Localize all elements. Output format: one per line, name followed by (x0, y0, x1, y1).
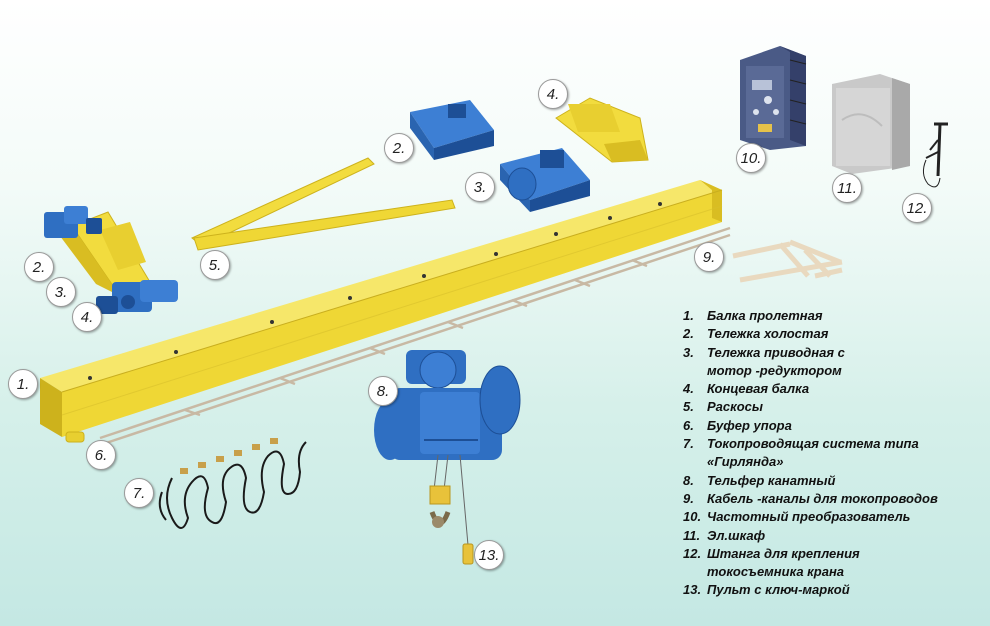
legend-text: Пульт с ключ-маркой (707, 582, 850, 598)
legend-item-continued: мотор -редуктором (683, 362, 983, 380)
legend-text: Тельфер канатный (707, 472, 836, 488)
callout-3-top: 3. (465, 172, 495, 202)
girder-rivets (88, 202, 662, 380)
idle-trolley (410, 100, 494, 160)
legend-item: 5. Раскосы (683, 398, 983, 416)
braces (191, 157, 456, 251)
legend-text: Кабель -каналы для токопроводов (707, 490, 938, 506)
legend-text: Тележка приводная с (707, 344, 845, 360)
cable-channel-frame (99, 226, 731, 447)
legend-number: 1. (683, 308, 694, 323)
legend-item: 8. Тельфер канатный (683, 472, 983, 490)
legend-item: 12. Штанга для крепления (683, 545, 983, 563)
drive-trolley (500, 148, 590, 212)
callout-11: 11. (832, 173, 862, 203)
callout-1: 1. (8, 369, 38, 399)
drive-trolley-left (96, 280, 178, 314)
callout-7: 7. (124, 478, 154, 508)
legend-text: токосъемника крана (707, 564, 845, 580)
end-stop-buffer (65, 431, 85, 443)
idle-trolley-left (44, 206, 102, 238)
legend-text: «Гирлянда» (707, 454, 784, 470)
legend-text: Раскосы (707, 399, 763, 415)
legend-text: Штанга для крепления (707, 545, 860, 561)
legend-item: 2. Тележка холостая (683, 325, 983, 343)
legend-number: 12. (683, 545, 702, 561)
legend-item: 11. Эл.шкаф (683, 527, 983, 545)
legend-text: Буфер упора (707, 417, 792, 433)
legend-number: 7. (683, 436, 694, 452)
legend-number: 3. (683, 344, 694, 360)
legend-item-continued: токосъемника крана (683, 563, 983, 581)
legend-number: 2. (683, 326, 694, 342)
cable-channel-piece (732, 239, 843, 283)
legend-item: 1. Балка пролетная (683, 307, 983, 325)
callout-12: 12. (902, 193, 932, 223)
legend-number: 11. (683, 527, 701, 543)
callout-2-left: 2. (24, 252, 54, 282)
festoon-cable-system (158, 441, 307, 529)
parts-legend: 1. Балка пролетная 2. Тележка холостая 3. Т… (683, 307, 983, 600)
legend-item: 3. Тележка приводная с (683, 344, 983, 362)
callout-3-left: 3. (46, 277, 76, 307)
callout-2-top: 2. (384, 133, 414, 163)
legend-item: 13. Пульт с ключ-маркой (683, 581, 983, 599)
legend-number: 10. (683, 509, 702, 525)
legend-text: мотор -редуктором (707, 362, 842, 378)
callout-6: 6. (86, 440, 116, 470)
pendant-control (462, 543, 474, 565)
callout-4-left: 4. (72, 302, 102, 332)
legend-item: 6. Буфер упора (683, 417, 983, 435)
festoon-trolleys (180, 438, 278, 474)
legend-number: 9. (683, 490, 694, 506)
callout-13: 13. (474, 540, 504, 570)
callout-5: 5. (200, 250, 230, 280)
legend-number: 8. (683, 472, 694, 488)
callout-9: 9. (694, 242, 724, 272)
legend-number: 5. (683, 399, 694, 415)
callout-10: 10. (736, 143, 766, 173)
main-girder (40, 180, 723, 437)
legend-text: Тележка холостая (707, 326, 829, 342)
legend-text: Эл.шкаф (707, 527, 766, 543)
frequency-inverter (740, 46, 807, 150)
legend-text: Концевая балка (707, 381, 810, 397)
legend-item: 9. Кабель -каналы для токопроводов (683, 490, 983, 508)
legend-item: 10. Частотный преобразователь (683, 508, 983, 526)
legend-number: 4. (683, 381, 694, 397)
legend-text: Балка пролетная (707, 308, 823, 323)
legend-text: Частотный преобразователь (707, 509, 911, 525)
legend-item: 7. Токопроводящая система типа (683, 435, 983, 453)
callout-4-top: 4. (538, 79, 568, 109)
wire-rope-hoist (374, 350, 521, 546)
legend-item: 4. Концевая балка (683, 380, 983, 398)
legend-number: 6. (683, 417, 694, 433)
collector-mounting-rod (922, 122, 948, 188)
legend-text: Токопроводящая система типа (707, 436, 919, 452)
callout-8: 8. (368, 376, 398, 406)
legend-number: 13. (683, 582, 702, 598)
legend-item-continued: «Гирлянда» (683, 453, 983, 471)
end-beam-top (555, 97, 649, 163)
electrical-cabinet (832, 74, 910, 174)
